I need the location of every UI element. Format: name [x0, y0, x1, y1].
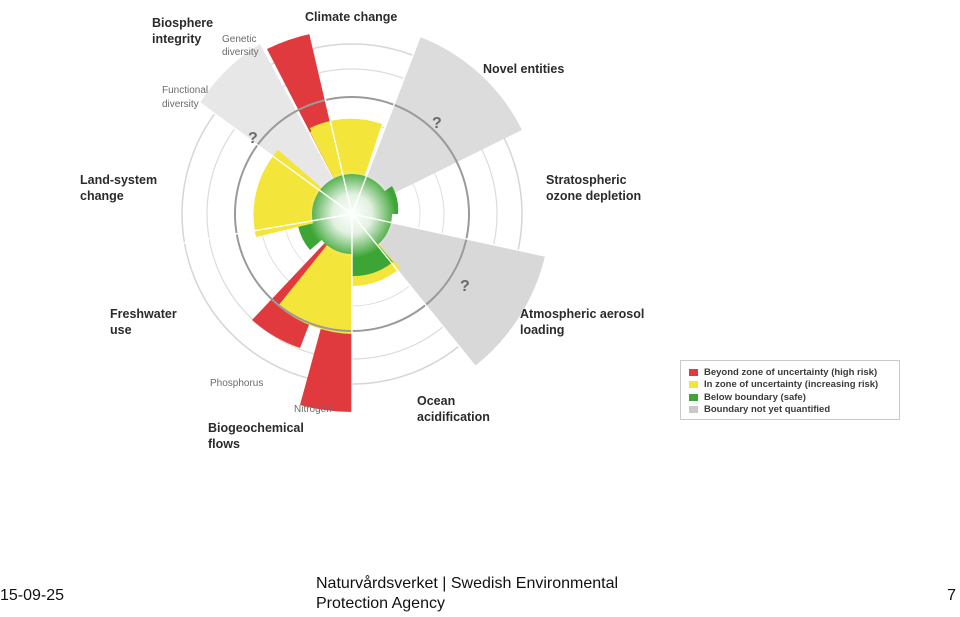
legend-item-high-risk: Beyond zone of uncertainty (high risk) [689, 366, 891, 379]
legend-swatch [689, 406, 698, 414]
label-functional-diversity-2: diversity [162, 99, 199, 110]
footer-organization: Naturvårdsverket | Swedish Environmental… [316, 575, 619, 612]
unknown-mark-novel: ? [432, 115, 442, 132]
label-ocean-2: acidification [417, 410, 490, 424]
label-biosphere-integrity-2: integrity [152, 32, 201, 46]
legend-label: Below boundary (safe) [704, 391, 806, 403]
unknown-mark-aerosol: ? [460, 278, 470, 295]
label-aerosol-2: loading [520, 323, 564, 337]
page-number: 7 [947, 587, 956, 604]
legend-label: Boundary not yet quantified [704, 404, 831, 416]
label-freshwater-2: use [110, 323, 132, 337]
label-aerosol-1: Atmospheric aerosol [520, 307, 644, 321]
wedge-climate-change-yellow [310, 118, 382, 214]
wedge-functional-diversity [200, 44, 352, 214]
label-freshwater-1: Freshwater [110, 307, 177, 321]
legend-item-safe: Below boundary (safe) [689, 391, 891, 404]
label-ozone-2: ozone depletion [546, 189, 641, 203]
wedge-novel-entities [352, 37, 522, 214]
unknown-mark-functional: ? [248, 130, 258, 147]
label-nitrogen: Nitrogen [294, 404, 332, 415]
legend-label: Beyond zone of uncertainty (high risk) [704, 366, 878, 378]
label-phosphorus: Phosphorus [210, 378, 263, 389]
footer-date: 15-09-25 [0, 587, 65, 604]
label-ozone-1: Stratospheric [546, 173, 627, 187]
legend-label: In zone of uncertainty (increasing risk) [704, 379, 879, 391]
legend: Beyond zone of uncertainty (high risk) I… [680, 360, 900, 420]
label-land-system-2: change [80, 189, 124, 203]
label-biosphere-integrity-1: Biosphere [152, 16, 213, 30]
wedge-aerosol [352, 214, 545, 366]
label-climate-change: Climate change [305, 10, 397, 24]
label-genetic-diversity-1: Genetic [222, 34, 256, 45]
label-novel-entities: Novel entities [483, 62, 564, 76]
legend-swatch [689, 368, 698, 376]
legend-item-not-quantified: Boundary not yet quantified [689, 404, 891, 417]
label-biogeochemical-2: flows [208, 437, 240, 451]
label-genetic-diversity-2: diversity [222, 47, 259, 58]
label-functional-diversity-1: Functional [162, 85, 208, 96]
legend-swatch [689, 381, 698, 389]
label-land-system-1: Land-system [80, 173, 157, 187]
label-biogeochemical-1: Biogeochemical [208, 421, 304, 435]
sector-dividers [182, 33, 546, 412]
legend-swatch [689, 393, 698, 401]
label-ocean-1: Ocean [417, 394, 455, 408]
legend-item-increasing-risk: In zone of uncertainty (increasing risk) [689, 379, 891, 392]
